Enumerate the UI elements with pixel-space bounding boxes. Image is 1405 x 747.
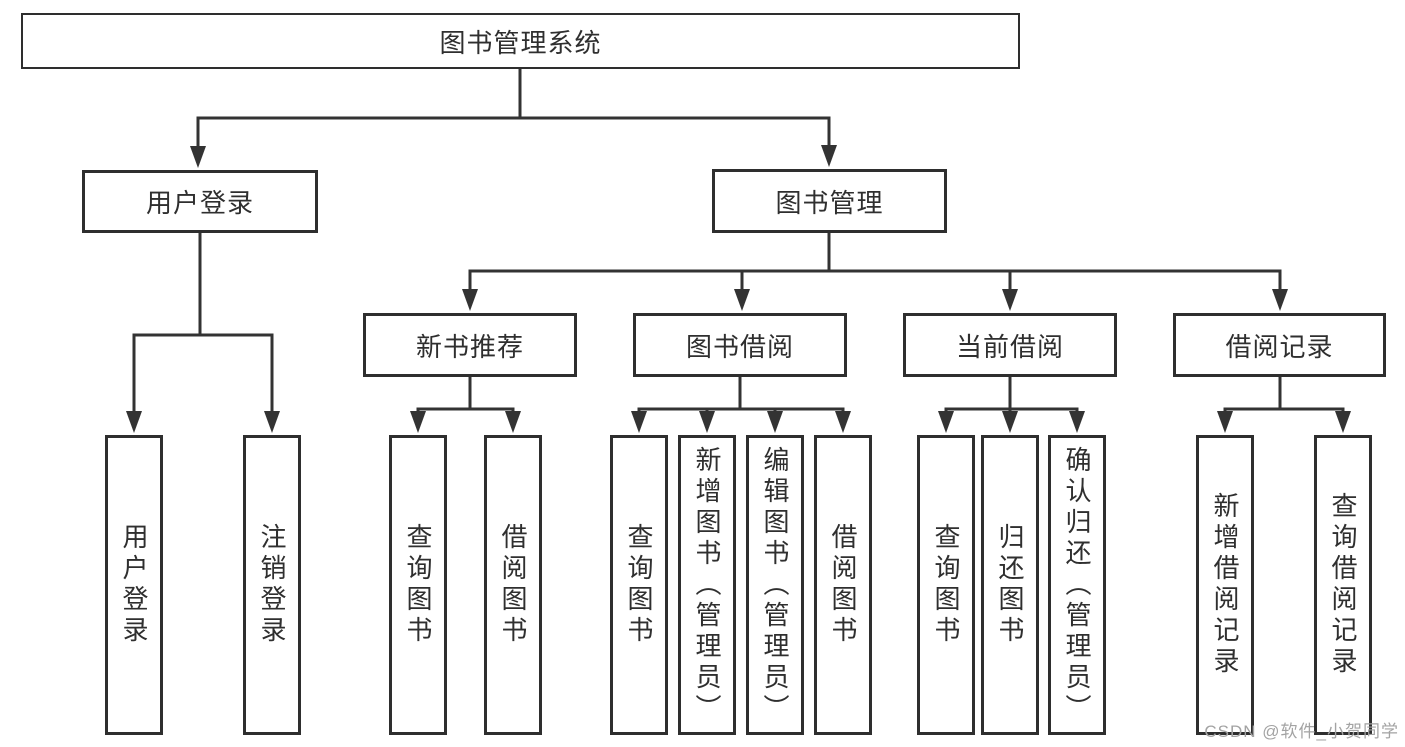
leaf-query-books-current: 查询图书 — [917, 435, 975, 735]
arrow-down-icon — [410, 411, 426, 433]
node-current-borrowing: 当前借阅 — [903, 313, 1117, 377]
node-book-management: 图书管理 — [712, 169, 947, 233]
leaf-query-books-recommend: 查询图书 — [389, 435, 447, 735]
arrow-down-icon — [734, 289, 750, 311]
arrow-down-icon — [1217, 411, 1233, 433]
leaf-user-login: 用户登录 — [105, 435, 163, 735]
arrow-down-icon — [264, 411, 280, 433]
arrow-down-icon — [821, 145, 837, 167]
leaf-add-borrow-record: 新增借阅记录 — [1196, 435, 1254, 735]
arrow-down-icon — [835, 411, 851, 433]
arrow-down-icon — [1002, 411, 1018, 433]
arrow-down-icon — [126, 411, 142, 433]
arrow-down-icon — [1272, 289, 1288, 311]
leaf-add-books-admin: 新增图书（管理员） — [678, 435, 736, 735]
leaf-query-books-borrowing: 查询图书 — [610, 435, 668, 735]
node-library-management-system: 图书管理系统 — [21, 13, 1020, 69]
leaf-edit-books-admin: 编辑图书（管理员） — [746, 435, 804, 735]
node-book-borrowing: 图书借阅 — [633, 313, 847, 377]
node-user-login: 用户登录 — [82, 170, 318, 233]
arrow-down-icon — [505, 411, 521, 433]
leaf-return-books: 归还图书 — [981, 435, 1039, 735]
watermark: CSDN @软件_小贺同学 — [1204, 722, 1399, 741]
leaf-query-borrow-record: 查询借阅记录 — [1314, 435, 1372, 735]
arrow-down-icon — [1335, 411, 1351, 433]
arrow-down-icon — [699, 411, 715, 433]
node-borrowing-records: 借阅记录 — [1173, 313, 1386, 377]
arrow-down-icon — [631, 411, 647, 433]
leaf-borrow-books-recommend: 借阅图书 — [484, 435, 542, 735]
arrow-down-icon — [462, 289, 478, 311]
arrow-down-icon — [1002, 289, 1018, 311]
leaf-confirm-return-admin: 确认归还（管理员） — [1048, 435, 1106, 735]
node-new-book-recommendation: 新书推荐 — [363, 313, 577, 377]
arrowheads — [126, 145, 1351, 433]
leaf-borrow-books-borrowing: 借阅图书 — [814, 435, 872, 735]
leaf-logout: 注销登录 — [243, 435, 301, 735]
arrow-down-icon — [1069, 411, 1085, 433]
arrow-down-icon — [938, 411, 954, 433]
arrow-down-icon — [767, 411, 783, 433]
arrow-down-icon — [190, 146, 206, 168]
